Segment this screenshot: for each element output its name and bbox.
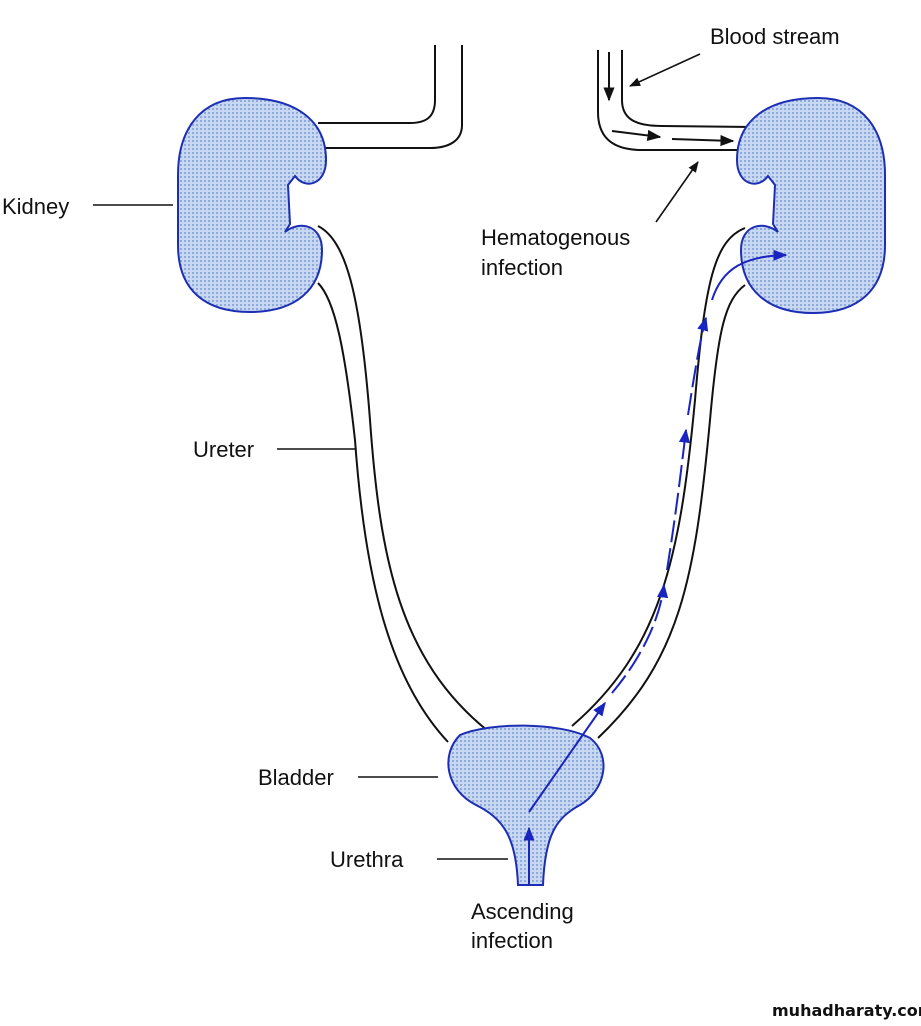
hematogenous-pointer (655, 161, 699, 223)
ureter-label: Ureter (193, 437, 255, 462)
left-ureter (317, 225, 489, 743)
kidney-label: Kidney (2, 194, 70, 219)
blood-stream-label: Blood stream (710, 24, 840, 49)
hematogenous-infection-label-line1: Hematogenous (481, 225, 631, 250)
right-ureter (571, 227, 746, 739)
left-kidney (177, 96, 328, 314)
right-blood-vessel (597, 50, 753, 151)
ascending-infection-label-line1: Ascending (471, 899, 574, 924)
right-kidney (735, 96, 886, 315)
ascending-infection-path (523, 249, 788, 885)
blood-flow-arrow-right-2 (671, 134, 735, 147)
blood-flow-arrow-right-1 (611, 129, 662, 141)
bladder-label: Bladder (258, 765, 334, 790)
ascending-infection-label-line2: infection (471, 928, 553, 953)
bladder (447, 724, 605, 886)
hematogenous-infection-label-line2: infection (481, 255, 563, 280)
left-blood-vessel (318, 45, 463, 149)
urethra-label: Urethra (330, 847, 404, 872)
blood-stream-pointer (628, 53, 701, 87)
watermark: muhadharaty.com (772, 1001, 921, 1020)
